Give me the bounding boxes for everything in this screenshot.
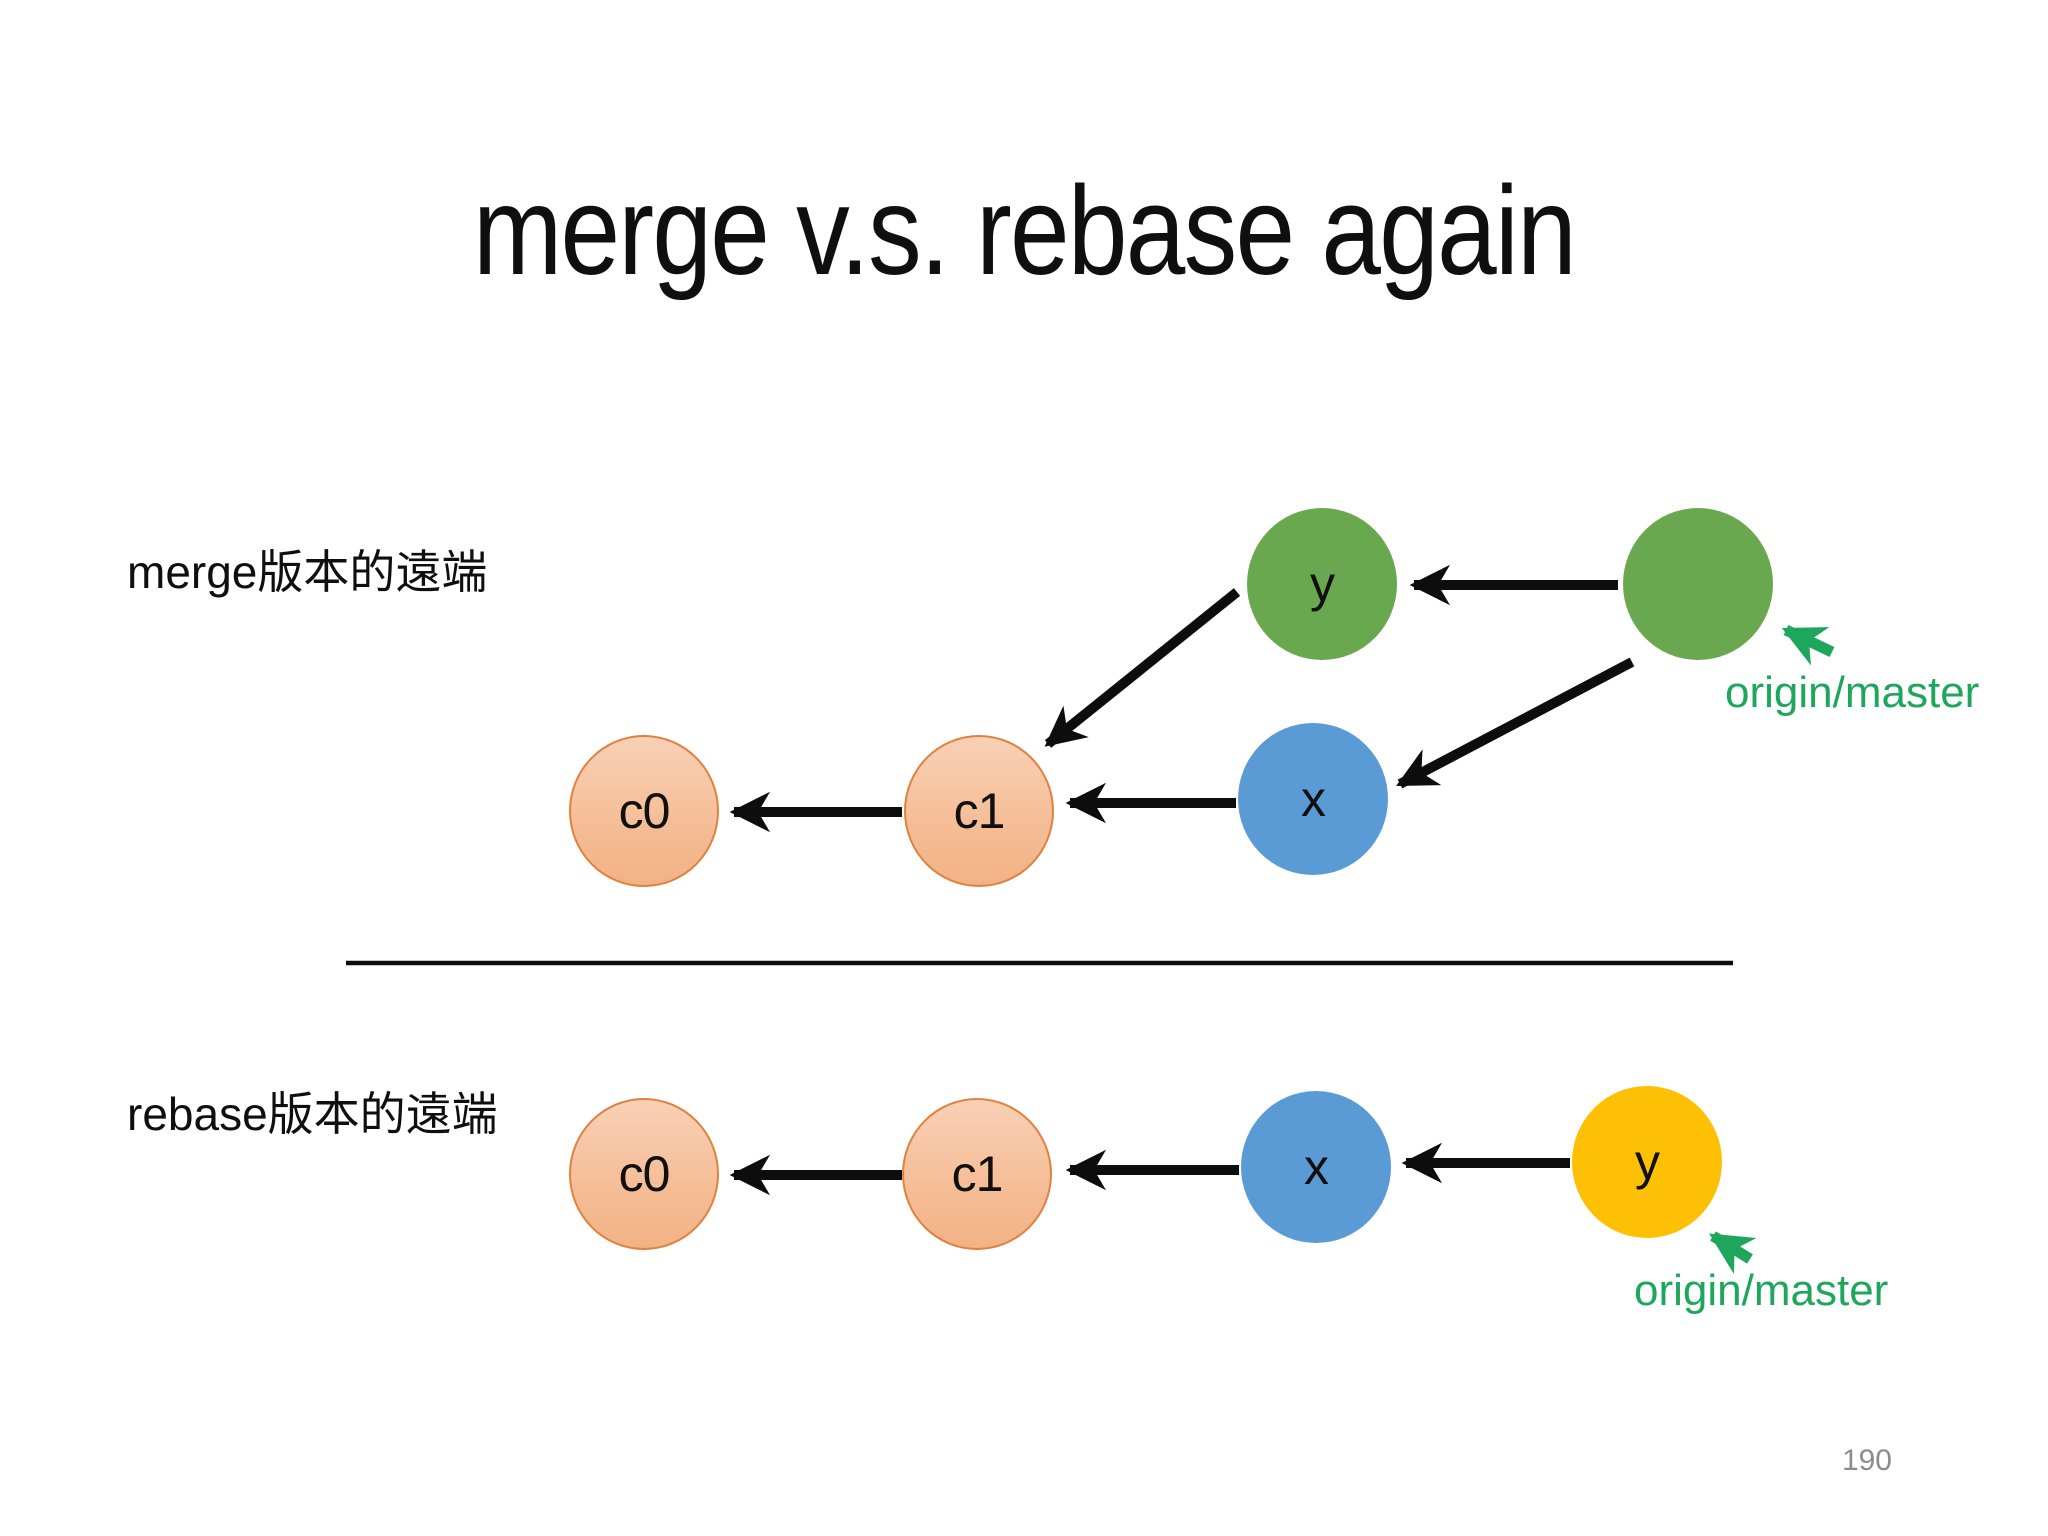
edge-y-to-c1 [1044,588,1241,748]
rebase-commit-node-c1: c1 [902,1098,1052,1250]
origin-master-label-top: origin/master [1725,668,1980,717]
merge-commit-node-c1: c1 [904,735,1054,887]
node-label: c1 [951,1146,1004,1202]
node-label: x [1301,771,1326,827]
node-label: c0 [618,1146,671,1202]
merge-commit-node-x: x [1238,723,1388,875]
origin-master-pointer-arrow-bottom [1709,1231,1757,1275]
page-number: 190 [1841,1444,1892,1477]
rebase-section-label: rebase版本的遠端 [127,1088,498,1140]
edge-merge-to-x [1396,657,1635,789]
rebase-diagram-edges [729,1142,1570,1196]
origin-master-label-bottom: origin/master [1634,1266,1889,1315]
node-label: x [1304,1139,1329,1195]
merge-section-label: merge版本的遠端 [127,546,488,598]
node-label: c0 [618,783,671,839]
rebase-commit-node-x: x [1241,1091,1391,1243]
merge-commit-node-c0: c0 [569,735,719,887]
rebase-commit-node-c0: c0 [569,1098,719,1250]
node-label: y [1310,556,1335,612]
slide-title: merge v.s. rebase again [473,160,1577,301]
merge-diagram-edges [729,564,1635,833]
origin-master-pointer-arrow-top [1781,625,1835,666]
merge-commit-node-y: y [1247,508,1397,660]
node-label: c1 [953,783,1006,839]
node-label: y [1635,1134,1660,1190]
rebase-commit-node-y: y [1572,1086,1722,1238]
merge-commit-node-merge [1623,508,1773,660]
